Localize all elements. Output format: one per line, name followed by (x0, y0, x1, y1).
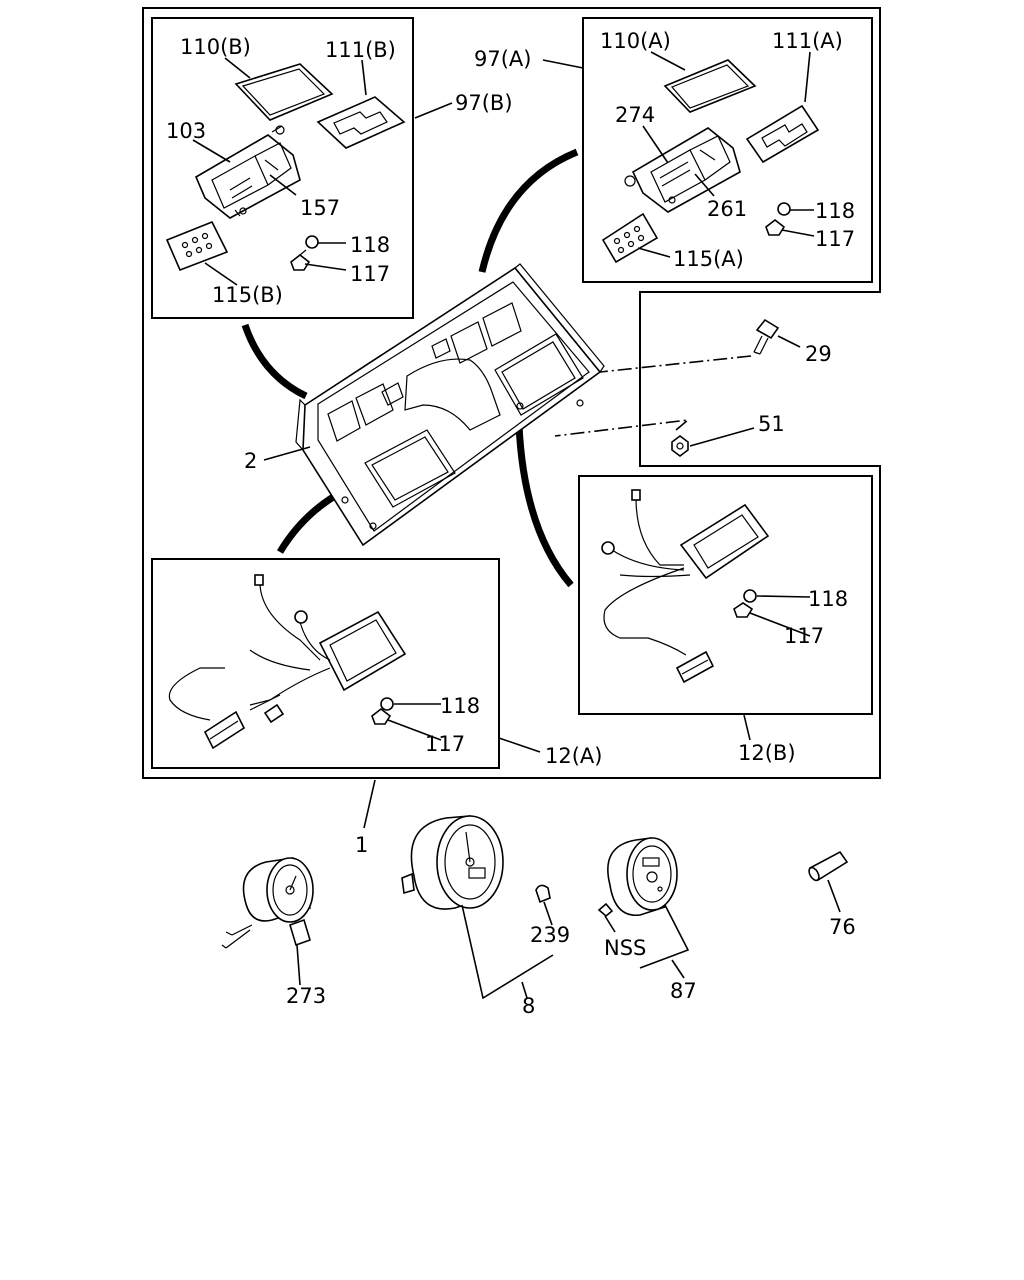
bulb-118-12b (743, 589, 757, 603)
harness-12b (601, 489, 770, 684)
nut-51 (671, 435, 689, 457)
label-117-a: 117 (815, 227, 855, 251)
label-103: 103 (166, 119, 206, 143)
label-261: 261 (707, 197, 747, 221)
bulb-nss (597, 902, 614, 918)
label-97a: 97(A) (474, 47, 531, 71)
plate-111b (316, 96, 406, 149)
bulb-118-12a (380, 697, 394, 711)
box-97b (151, 17, 414, 319)
label-12b: 12(B) (738, 741, 796, 765)
socket-117-12b (733, 602, 754, 618)
swoosh-top-right (478, 148, 579, 273)
label-118-12a: 118 (440, 694, 480, 718)
label-157: 157 (300, 196, 340, 220)
collar-76 (808, 850, 849, 882)
speedometer-8 (401, 815, 504, 910)
label-nss: NSS (604, 936, 646, 960)
bolt-29 (753, 318, 780, 355)
harness-12a (168, 574, 407, 750)
label-111a: 111(A) (772, 29, 843, 53)
label-76: 76 (829, 915, 856, 939)
bulb-239 (535, 884, 551, 904)
meter-housing-103 (194, 125, 301, 219)
swoosh-bottom-right (515, 424, 574, 588)
label-1: 1 (355, 833, 368, 857)
label-239: 239 (530, 923, 570, 947)
label-118-b: 118 (350, 233, 390, 257)
instrument-panel (295, 263, 605, 547)
card-115a (601, 212, 659, 264)
label-118-12b: 118 (808, 587, 848, 611)
label-117-b: 117 (350, 262, 390, 286)
swoosh-top-left (241, 323, 308, 400)
socket-117-b (290, 249, 311, 271)
card-115b (165, 220, 229, 272)
socket-117-a (765, 218, 786, 236)
label-97b: 97(B) (455, 91, 513, 115)
label-29: 29 (805, 342, 832, 366)
label-87: 87 (670, 979, 697, 1003)
lens-110b (234, 63, 334, 121)
label-110a: 110(A) (600, 29, 671, 53)
part-labels: 110(B) 111(B) 97(B) 103 157 118 117 115(… (166, 29, 856, 1018)
socket-117-12a (371, 707, 392, 725)
label-117-12a: 117 (425, 732, 465, 756)
label-117-12b: 117 (784, 624, 824, 648)
tachometer-87 (607, 837, 678, 916)
label-118-a: 118 (815, 199, 855, 223)
meter-housing-274 (624, 127, 741, 213)
bulb-118-a (777, 202, 791, 216)
box-12a (151, 558, 500, 769)
box-12b (578, 475, 873, 715)
gauge-273 (221, 857, 314, 949)
label-115a: 115(A) (673, 247, 744, 271)
box-97a (582, 17, 873, 283)
label-8: 8 (522, 994, 535, 1018)
label-2: 2 (244, 449, 257, 473)
label-115b: 115(B) (212, 283, 283, 307)
bulb-118-b (305, 235, 319, 249)
label-12a: 12(A) (545, 744, 602, 768)
lens-110a (663, 59, 757, 113)
label-273: 273 (286, 984, 326, 1008)
outer-frame (142, 7, 881, 779)
leader-lines (192, 51, 841, 1000)
label-111b: 111(B) (325, 38, 396, 62)
label-110b: 110(B) (180, 35, 251, 59)
plate-111a (745, 104, 820, 164)
label-51: 51 (758, 412, 785, 436)
label-274: 274 (615, 103, 655, 127)
